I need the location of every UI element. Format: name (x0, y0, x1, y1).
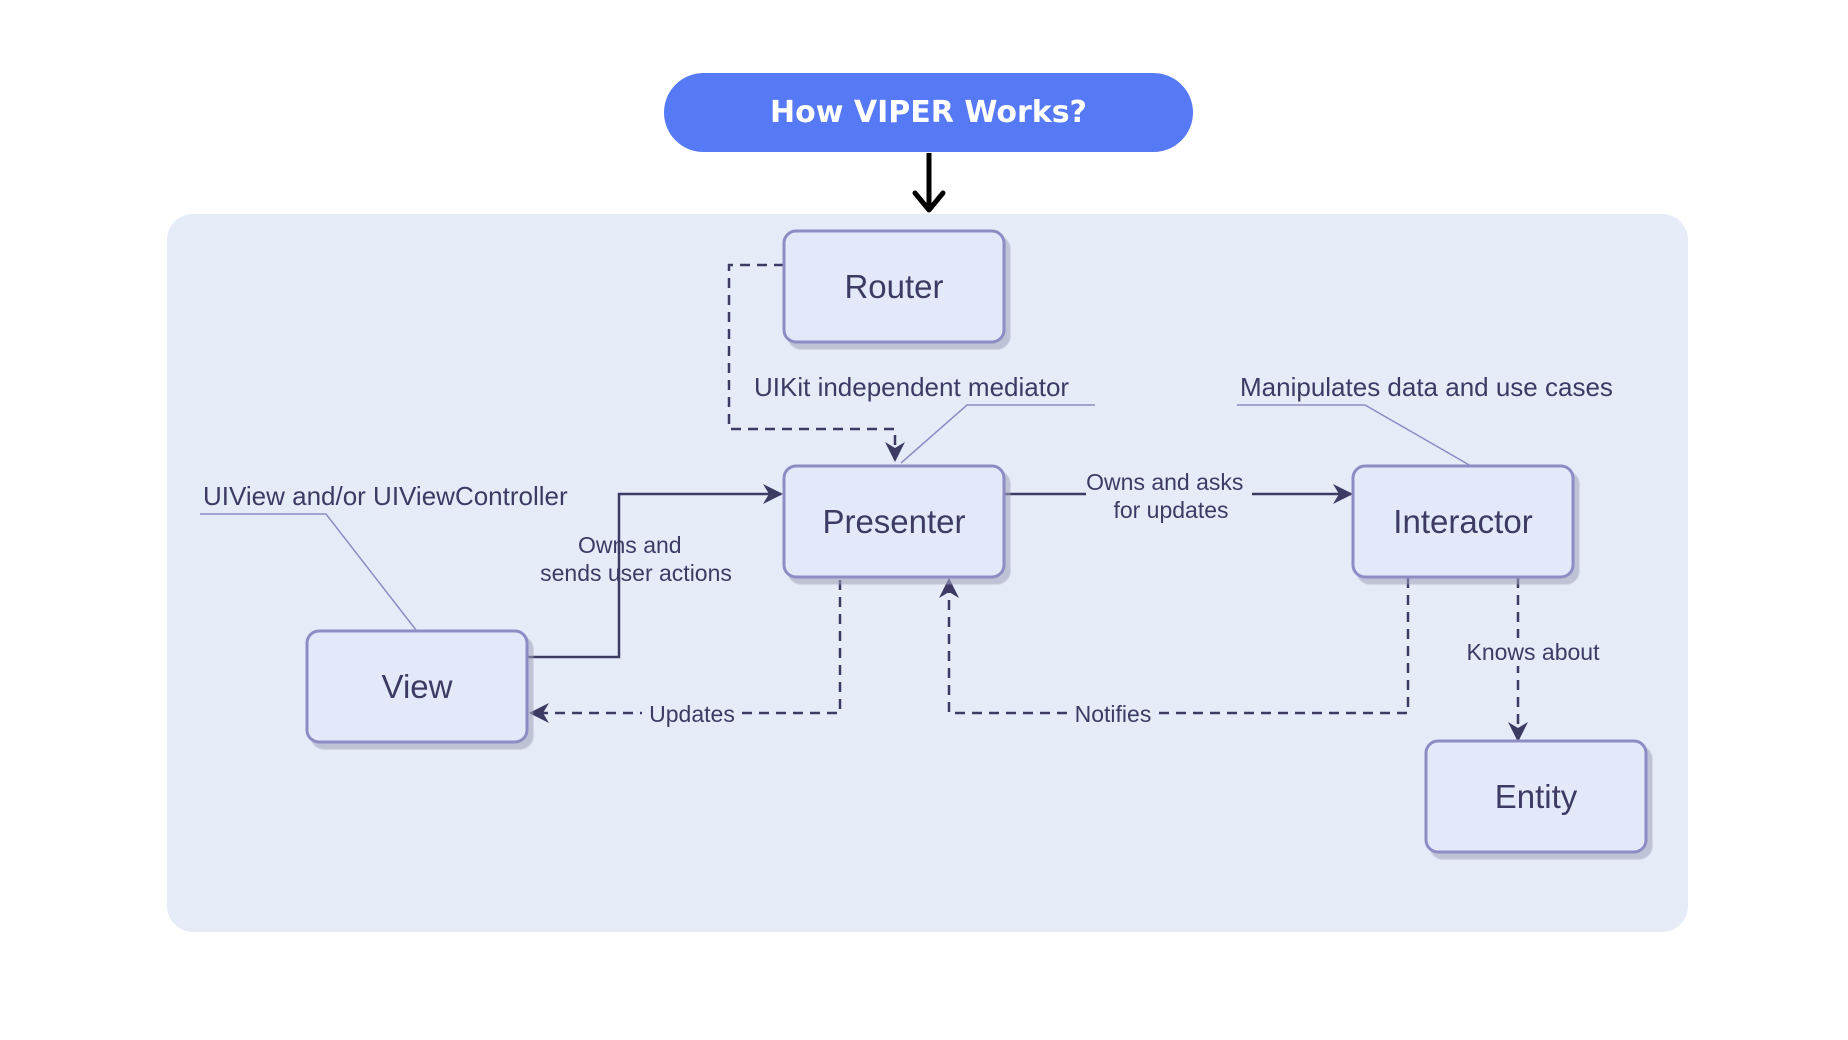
node-entity-label: Entity (1495, 778, 1578, 815)
node-presenter: Presenter (782, 464, 1006, 579)
edge-label-knows-about: Knows about (1467, 639, 1601, 665)
node-router: Router (782, 229, 1006, 344)
edge-interactor-presenter (939, 578, 1410, 715)
diagram-title: How VIPER Works? (770, 95, 1087, 130)
node-view-label: View (382, 668, 453, 705)
edge-label-owns-actions-line2: sends user actions (540, 560, 732, 586)
node-interactor: Interactor (1351, 464, 1575, 579)
title-banner: How VIPER Works? (664, 73, 1193, 152)
node-view: View (305, 629, 529, 744)
node-entity: Entity (1424, 739, 1648, 854)
edge-label-owns-actions-line1: Owns and (578, 532, 682, 558)
annotation-presenter: UIKit independent mediator (754, 372, 1069, 402)
annotation-interactor: Manipulates data and use cases (1240, 372, 1613, 402)
edge-presenter-view (529, 580, 842, 723)
edge-label-owns-asks: Owns and asks for updates (1086, 469, 1250, 523)
edge-router-presenter (727, 263, 905, 462)
annotation-view: UIView and/or UIViewController (203, 481, 568, 511)
node-interactor-label: Interactor (1393, 503, 1532, 540)
edge-label-notifies: Notifies (1075, 701, 1152, 727)
edge-label-updates: Updates (649, 701, 735, 727)
edge-label-owns-asks-line1: Owns and asks (1086, 469, 1243, 495)
node-presenter-label: Presenter (822, 503, 965, 540)
edge-label-owns-asks-line2: for updates (1113, 497, 1228, 523)
edge-label-owns-actions: Owns and sends user actions (540, 532, 732, 586)
annotation-leaders (200, 404, 1472, 631)
title-arrow (912, 153, 946, 213)
node-router-label: Router (844, 268, 943, 305)
edge-view-presenter (527, 484, 783, 659)
